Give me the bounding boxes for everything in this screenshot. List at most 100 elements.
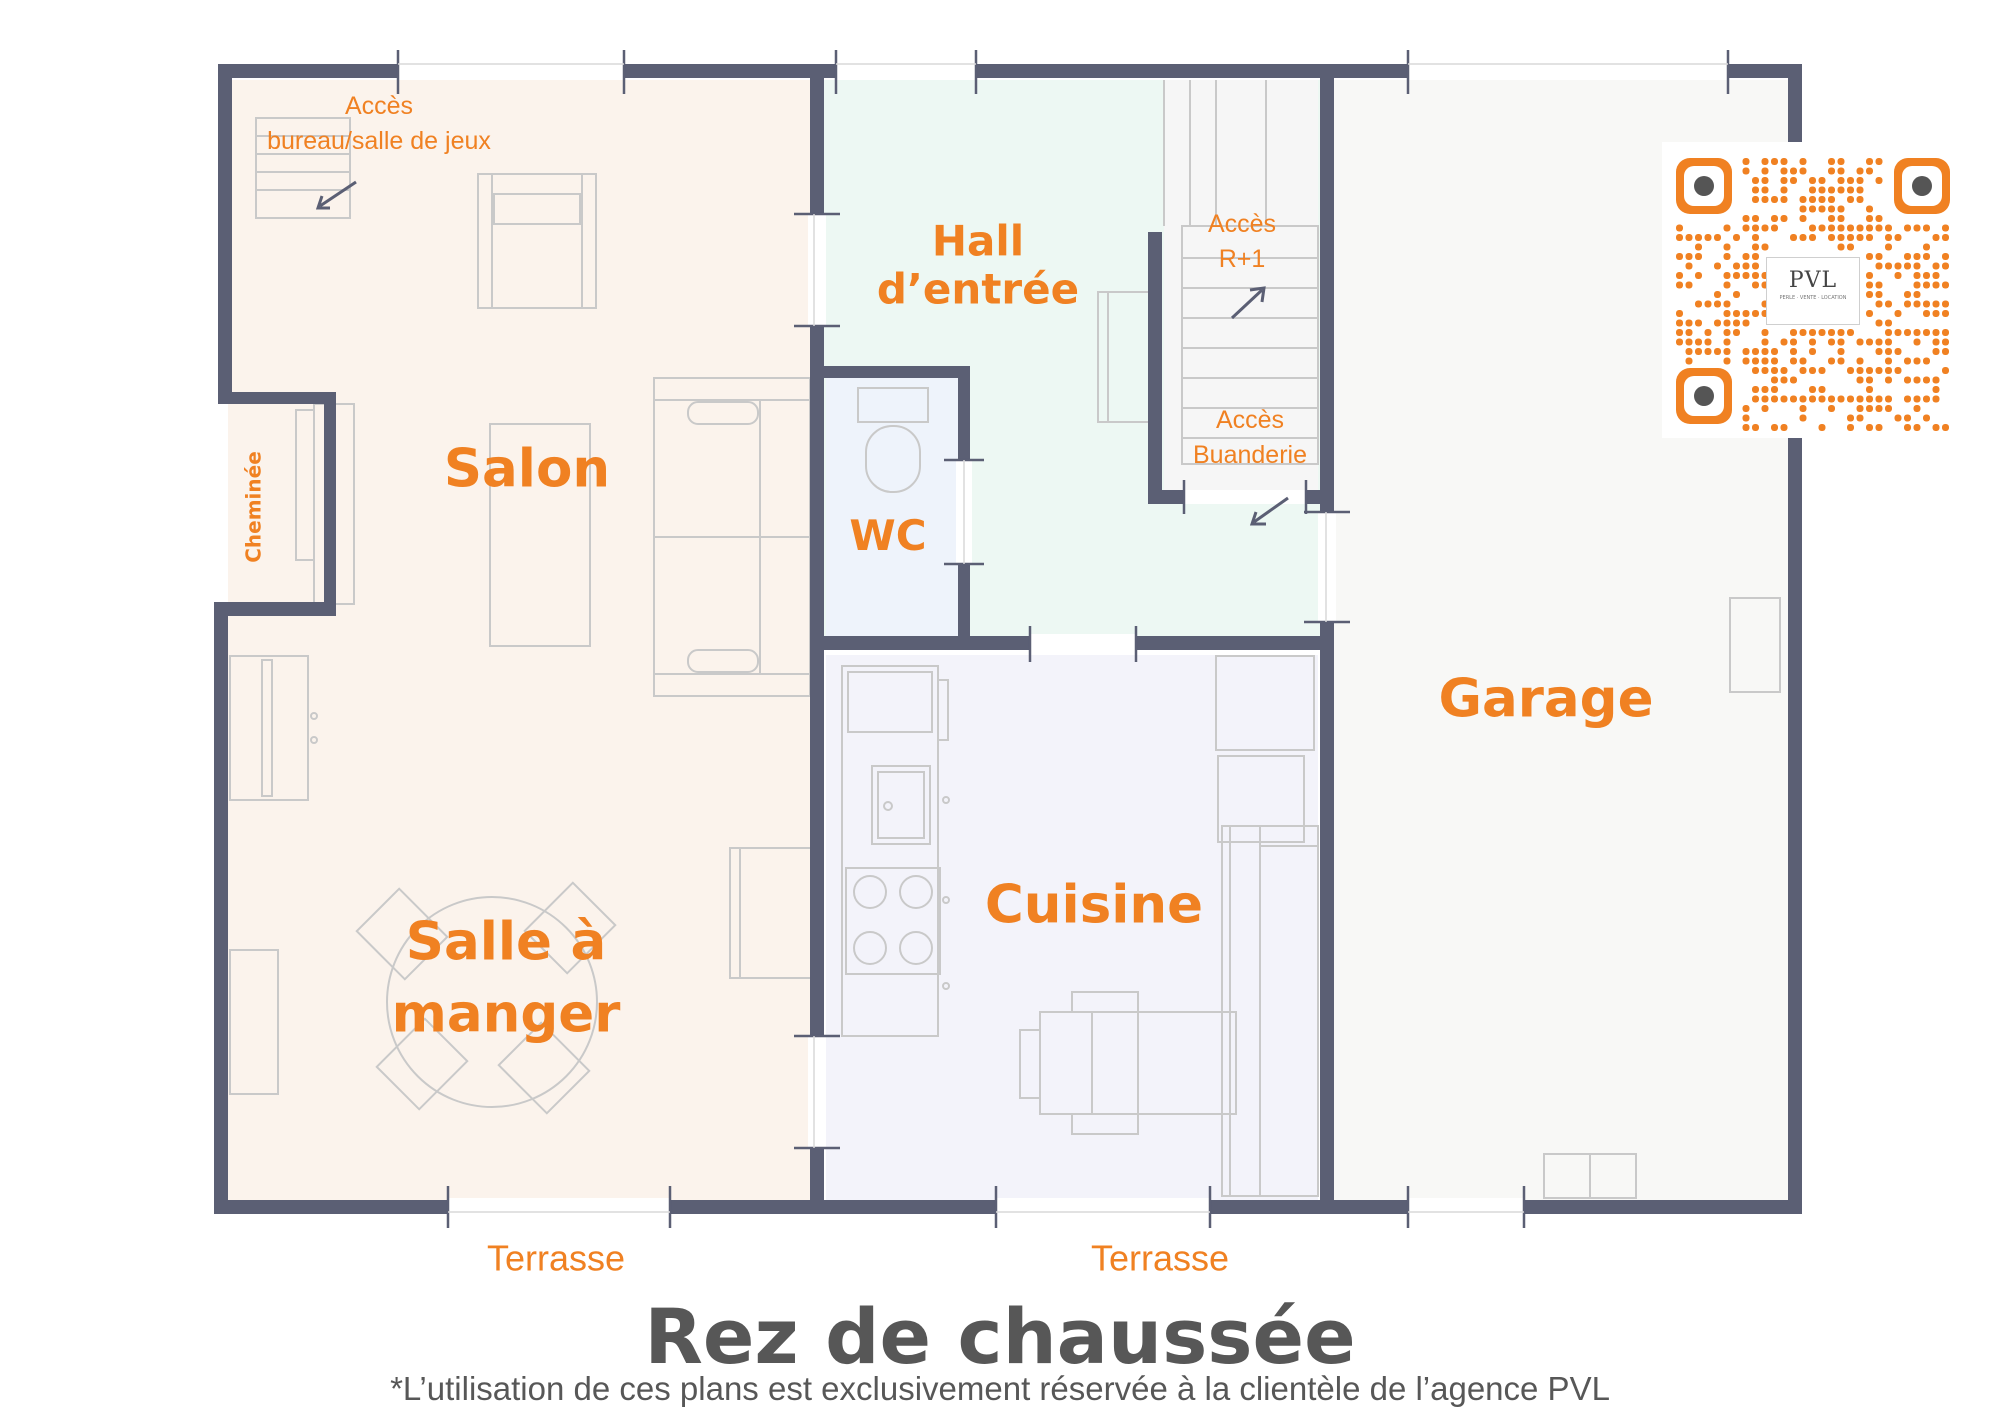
qr-module <box>1761 386 1769 393</box>
qr-module <box>1695 234 1702 241</box>
qr-module <box>1828 186 1835 194</box>
qr-module <box>1704 234 1712 241</box>
qr-module <box>1913 224 1921 232</box>
qr-module <box>1780 367 1788 374</box>
qr-module <box>1942 262 1949 270</box>
qr-module <box>1913 300 1921 308</box>
qr-module <box>1885 319 1892 327</box>
qr-module <box>1837 348 1845 355</box>
qr-module <box>1837 357 1845 365</box>
qr-module <box>1780 167 1788 175</box>
qr-module <box>1847 224 1854 232</box>
qr-module <box>1856 414 1864 422</box>
qr-module <box>1809 196 1816 203</box>
qr-module <box>1942 329 1949 336</box>
qr-module <box>1733 234 1740 241</box>
qr-module <box>1790 234 1797 241</box>
qr-module <box>1932 329 1940 336</box>
qr-module <box>1761 357 1769 365</box>
qr-module <box>1913 281 1921 289</box>
qr-module <box>1799 205 1807 213</box>
pvl-logo-subtext: PERLE · VENTE · LOCATION <box>1779 295 1847 301</box>
qr-module <box>1704 338 1712 346</box>
qr-module <box>1866 158 1873 165</box>
qr-module <box>1771 158 1778 165</box>
qr-module <box>1799 405 1807 412</box>
qr-module <box>1866 424 1873 431</box>
qr-module <box>1771 367 1778 374</box>
qr-module <box>1676 253 1683 260</box>
qr-module <box>1723 319 1731 327</box>
qr-module <box>1742 224 1750 232</box>
qr-module <box>1913 272 1921 279</box>
qr-module <box>1923 224 1930 232</box>
qr-module <box>1913 376 1921 384</box>
qr-module <box>1723 243 1731 251</box>
qr-module <box>1809 224 1816 232</box>
qr-code[interactable]: PVL PERLE · VENTE · LOCATION <box>1662 142 1962 438</box>
qr-module <box>1866 205 1873 213</box>
qr-module <box>1885 224 1892 232</box>
qr-module <box>1828 158 1835 165</box>
qr-module <box>1790 167 1797 175</box>
arrow-r1 <box>1230 288 1264 320</box>
qr-module <box>1752 196 1759 203</box>
qr-module <box>1780 395 1788 403</box>
qr-module <box>1771 376 1778 384</box>
qr-module <box>1695 253 1702 260</box>
qr-module <box>1942 281 1949 289</box>
qr-module <box>1894 329 1902 336</box>
qr-module <box>1866 395 1873 403</box>
qr-module <box>1942 253 1949 260</box>
qr-module <box>1733 272 1740 279</box>
qr-module <box>1932 348 1940 355</box>
qr-module <box>1856 405 1864 412</box>
page-title: Rez de chaussée <box>644 1292 1356 1381</box>
qr-module <box>1799 329 1807 336</box>
qr-module <box>1676 224 1683 232</box>
qr-module <box>1866 405 1873 412</box>
qr-module <box>1818 186 1826 194</box>
qr-module <box>1780 338 1788 346</box>
qr-module <box>1799 357 1807 365</box>
note-acces-buanderie: Accès Buanderie <box>1193 406 1307 469</box>
qr-module <box>1809 329 1816 336</box>
qr-module <box>1704 300 1712 308</box>
qr-module <box>1714 319 1721 327</box>
qr-module <box>1856 177 1864 184</box>
qr-module <box>1837 224 1845 232</box>
qr-module <box>1932 386 1940 393</box>
qr-module <box>1742 253 1750 260</box>
qr-module <box>1742 262 1750 270</box>
qr-module <box>1875 300 1883 308</box>
qr-module <box>1904 224 1911 232</box>
qr-module <box>1780 177 1788 184</box>
qr-module <box>1894 310 1902 317</box>
qr-module <box>1866 253 1873 260</box>
qr-module <box>1752 243 1759 251</box>
qr-module <box>1866 367 1873 374</box>
qr-module <box>1942 424 1949 431</box>
qr-module <box>1828 215 1835 222</box>
qr-module <box>1866 386 1873 393</box>
room-label-cheminee: Cheminée <box>241 451 266 563</box>
qr-module <box>1837 177 1845 184</box>
qr-module <box>1723 310 1731 317</box>
qr-module <box>1723 329 1731 336</box>
qr-module <box>1761 395 1769 403</box>
qr-module <box>1685 234 1693 241</box>
qr-module <box>1847 424 1854 431</box>
qr-module <box>1742 424 1750 431</box>
qr-module <box>1923 281 1930 289</box>
qr-module <box>1742 167 1750 175</box>
qr-module <box>1837 167 1845 175</box>
qr-module <box>1885 348 1892 355</box>
qr-module <box>1695 300 1702 308</box>
note-acces-r1: Accès R+1 <box>1207 210 1277 273</box>
qr-module <box>1837 338 1845 346</box>
qr-module <box>1733 329 1740 336</box>
qr-module <box>1828 234 1835 241</box>
qr-module <box>1875 405 1883 412</box>
qr-module <box>1818 177 1826 184</box>
qr-module <box>1894 367 1902 374</box>
